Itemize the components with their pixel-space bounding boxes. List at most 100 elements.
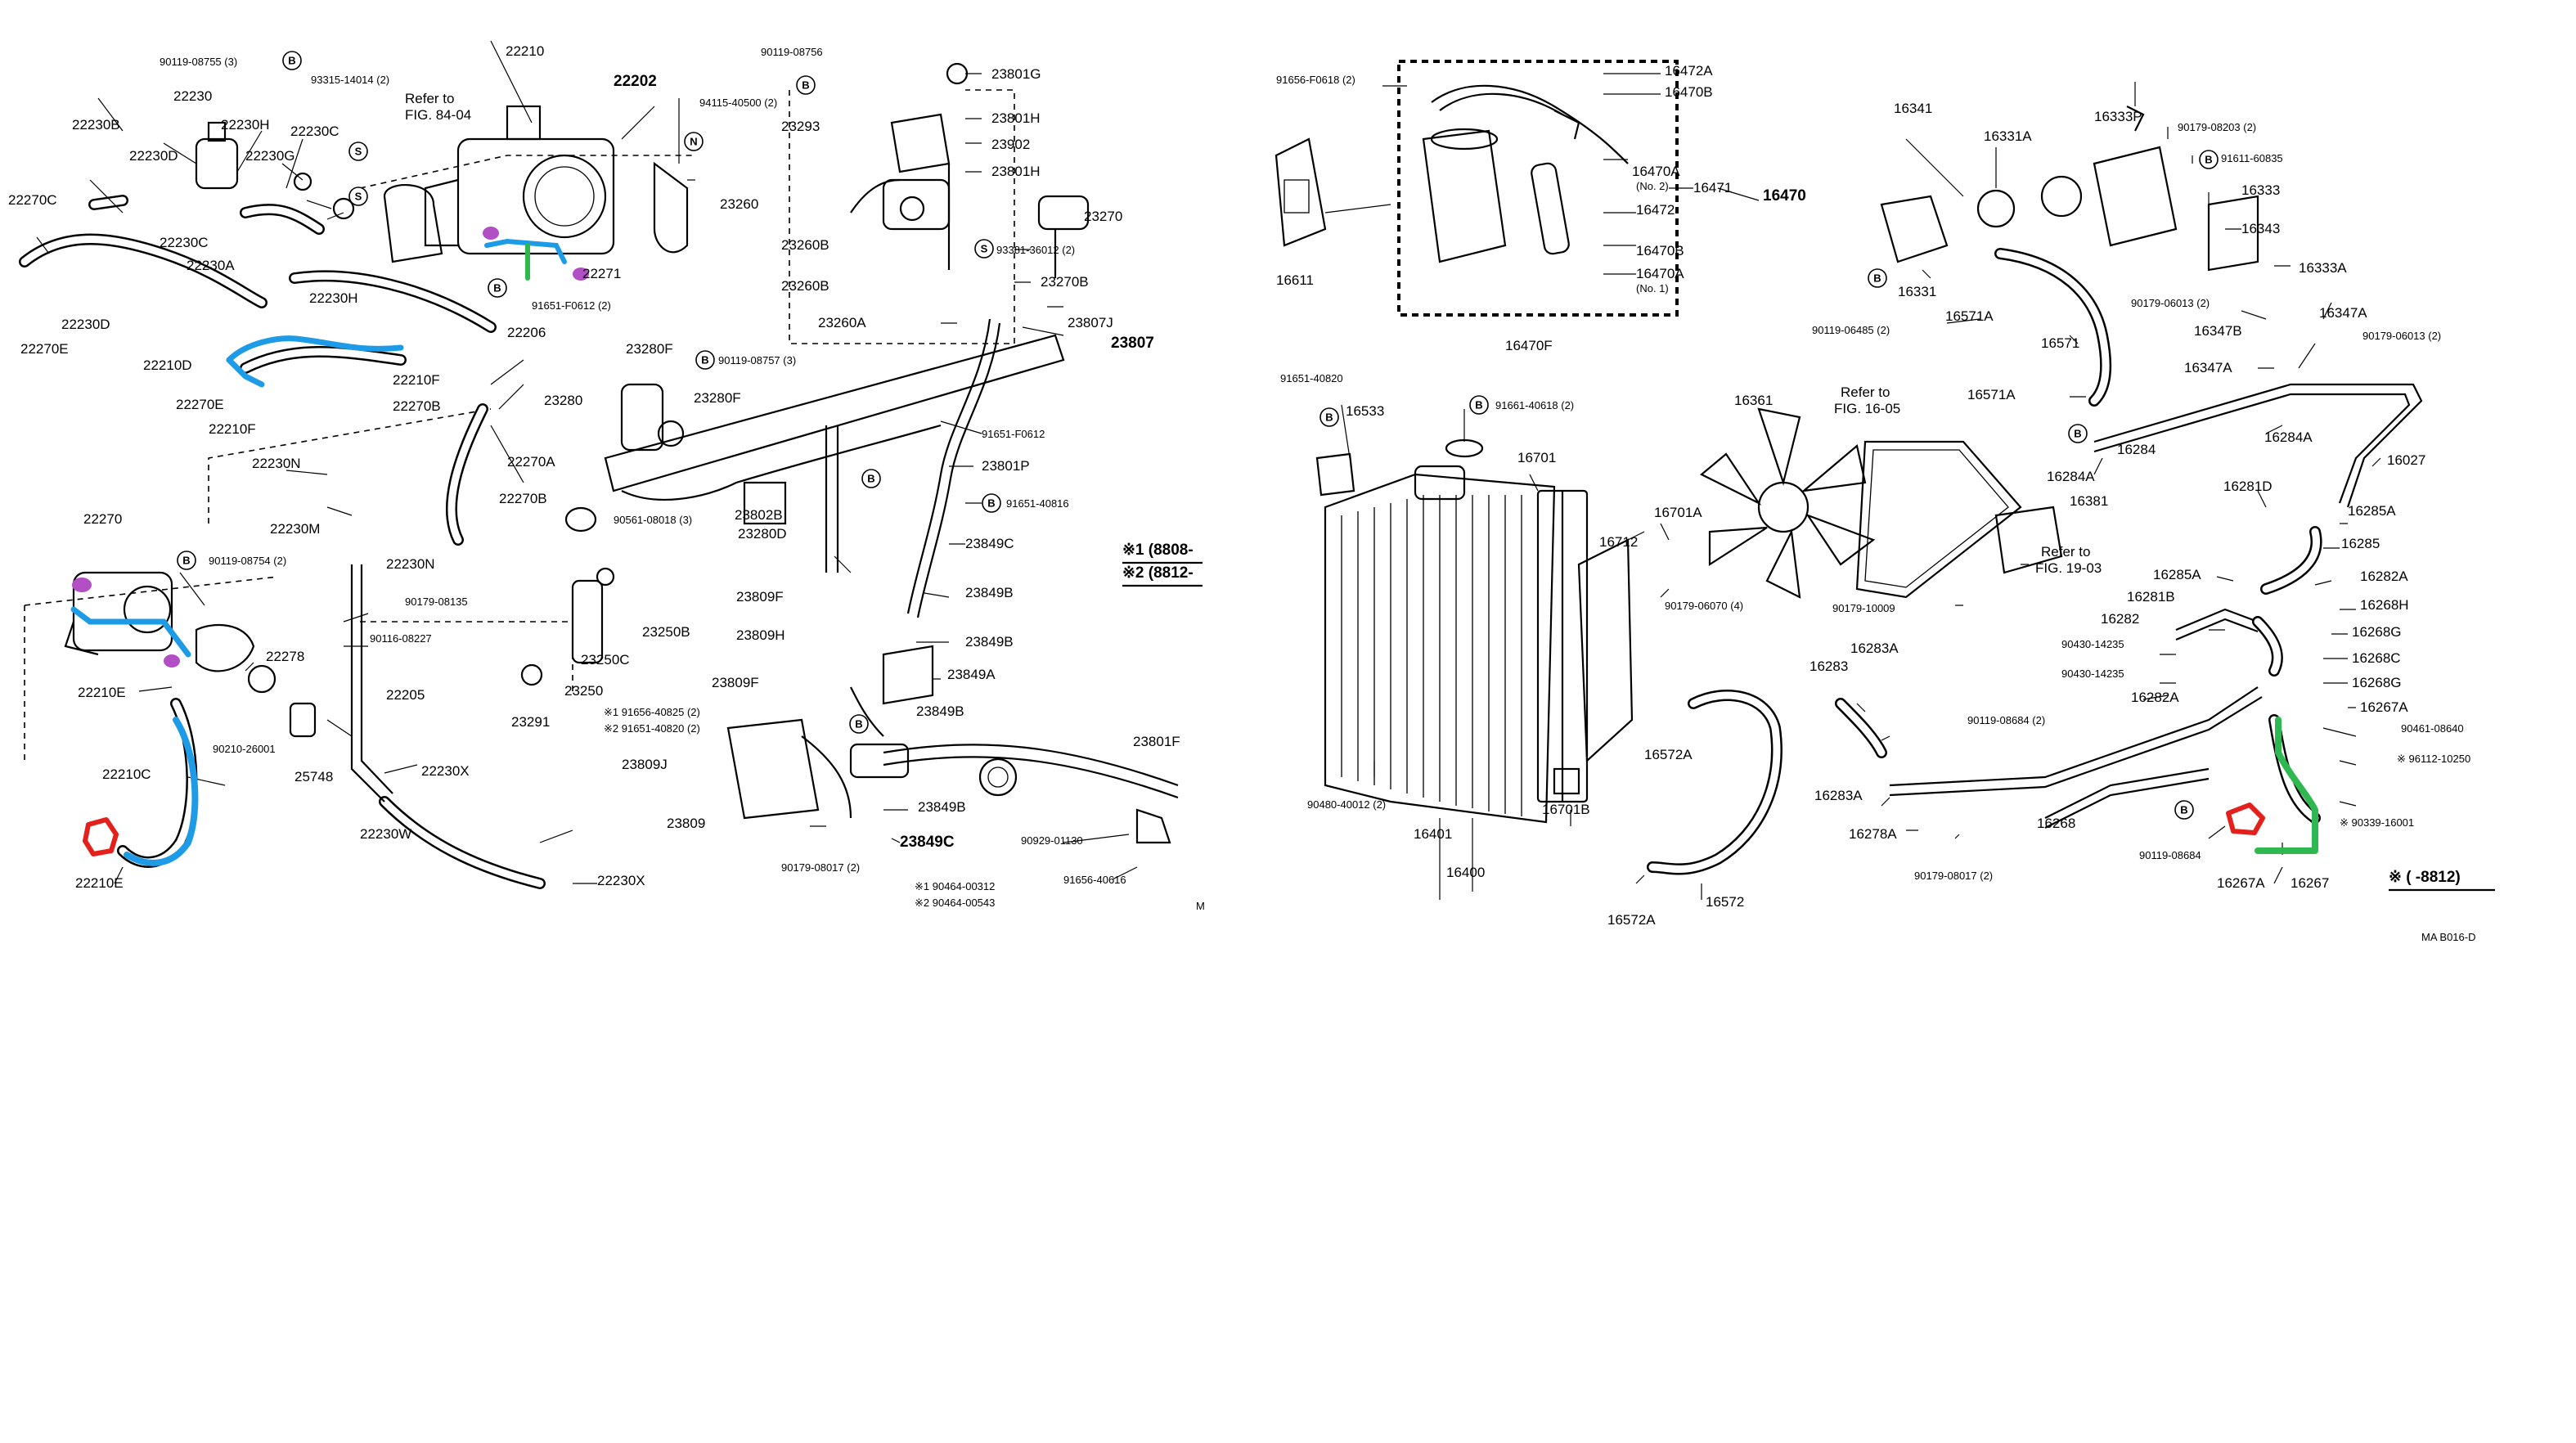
label-l143: 91611-60835 (2221, 152, 2283, 164)
label-l55: 23260B (781, 237, 829, 253)
label-l175: 16267A (2360, 699, 2408, 715)
label-l27: 22271 (582, 266, 621, 281)
label-l184: MA B016-D (2421, 931, 2475, 943)
hose-16571 (1994, 248, 2112, 407)
label-l96: M (1196, 900, 1205, 912)
blue-hose-highlight-1 (226, 335, 404, 363)
svg-text:B: B (288, 55, 295, 67)
vacuum-valve-22230 (195, 137, 239, 190)
label-l11: 22230C (290, 124, 339, 139)
label-l105: 16470 (1763, 187, 1806, 205)
fuel-pipe-23801P (906, 318, 991, 614)
svg-text:B: B (1475, 399, 1482, 411)
label-l18: 22230D (61, 317, 110, 332)
label-l103: (No. 2) (1636, 180, 1669, 192)
svg-text:B: B (855, 718, 862, 730)
label-l118: 16701A (1654, 505, 1702, 520)
circle-symbol-b-6: B (861, 469, 881, 488)
svg-text:B: B (2074, 428, 2081, 440)
circle-symbol-b-9: B (1319, 407, 1339, 427)
label-l99: 91656-F0618 (2) (1276, 74, 1355, 86)
label-l71: 23280D (738, 526, 787, 542)
blue-hose-highlight-3 (484, 238, 567, 264)
label-l29: 22270A (507, 454, 555, 470)
label-l122: 16400 (1446, 865, 1485, 880)
part-25748 (289, 702, 317, 738)
injector-23250 (571, 579, 604, 664)
label-l112: 91651-40820 (1280, 372, 1343, 384)
label-l15: 22230C (160, 235, 209, 250)
label-l85: 23849B (916, 704, 964, 719)
label-l124: Refer to (1841, 384, 1890, 400)
hose-16572 (1647, 690, 1783, 875)
label-l107: 16470B (1636, 243, 1684, 258)
label-l94: ※2 90464-00543 (915, 897, 995, 909)
label-l87: 23801F (1133, 734, 1180, 749)
pipe-16268 (1889, 686, 2259, 787)
circle-symbol-s-1: S (348, 142, 368, 161)
label-l70: 23802B (735, 507, 783, 523)
fan-shroud-16712 (1577, 538, 1634, 763)
label-l171: 90430-14235 (2061, 668, 2124, 680)
label-l131: 16572 (1706, 894, 1744, 910)
label-l60: 23807J (1068, 315, 1113, 330)
label-l160: 16284A (2047, 469, 2095, 484)
label-l147: 16331 (1898, 284, 1936, 299)
blue-hose-highlight-2 (226, 357, 265, 388)
label-l16: 22230A (187, 258, 235, 273)
label-l164: 16285A (2153, 567, 2201, 582)
label-l19: 22270E (20, 341, 69, 357)
circle-symbol-b-13: B (2068, 424, 2088, 443)
label-l10: 22230H (221, 117, 270, 133)
gasket-22278 (195, 623, 255, 672)
v-belt (1855, 440, 2022, 599)
label-l41: 25748 (294, 769, 333, 784)
ref-line-throttle (359, 155, 695, 189)
label-l17: 22230H (309, 290, 358, 306)
label-l25: 22206 (507, 325, 546, 340)
label-l167: 16282 (2101, 611, 2139, 627)
throttle-body-22210 (456, 137, 615, 255)
label-l100: 16472A (1665, 63, 1713, 79)
label-l3: 22210 (506, 43, 544, 59)
purple-dot-2 (573, 267, 589, 281)
label-l30: 22270B (499, 491, 547, 506)
svg-text:B: B (2205, 154, 2212, 166)
label-l158: 16284A (2264, 429, 2313, 445)
label-l156: 16571A (1967, 387, 2016, 402)
label-l47: 90119-08756 (761, 46, 823, 58)
label-l178: ※ 96112-10250 (2397, 753, 2470, 765)
label-l165: 16282A (2360, 569, 2408, 584)
label-l54: 23270 (1084, 209, 1122, 224)
svg-text:B: B (493, 282, 501, 294)
circle-symbol-b-12: B (2199, 150, 2219, 169)
label-l161: 16281D (2223, 479, 2273, 494)
label-l86: 23809J (622, 757, 668, 772)
label-l13: 22230G (245, 148, 295, 164)
label-l176: 90119-08684 (2) (1967, 714, 2045, 726)
label-l56: 93381-36012 (2) (996, 244, 1075, 256)
label-l67: 23801P (982, 458, 1030, 474)
label-l44: 22230W (360, 826, 411, 842)
label-l154: 16571 (2041, 335, 2079, 351)
label-l168: 16268H (2360, 597, 2409, 613)
label-l149: 90119-06485 (2) (1812, 324, 1890, 336)
purple-dot-4 (164, 654, 180, 668)
label-l137: 90179-08017 (2) (1914, 870, 1993, 882)
label-l98: ※2 (8812- (1122, 564, 1194, 582)
label-l136: 16278A (1849, 826, 1897, 842)
label-l93: ※1 90464-00312 (915, 880, 995, 892)
label-l45: 22210E (75, 875, 124, 891)
label-l141: 16333P (2094, 109, 2142, 124)
label-l31: 22230M (270, 521, 320, 537)
label-l72: 23849C (965, 536, 1014, 551)
label-l109: (No. 1) (1636, 282, 1669, 294)
svg-text:B: B (701, 354, 708, 366)
label-l79: 23250C (581, 652, 630, 668)
vsv-23260 (890, 113, 951, 173)
label-l97: ※1 (8808- (1122, 542, 1194, 559)
label-l61: 23807 (1111, 335, 1154, 352)
circle-symbol-b-5: B (695, 350, 715, 370)
